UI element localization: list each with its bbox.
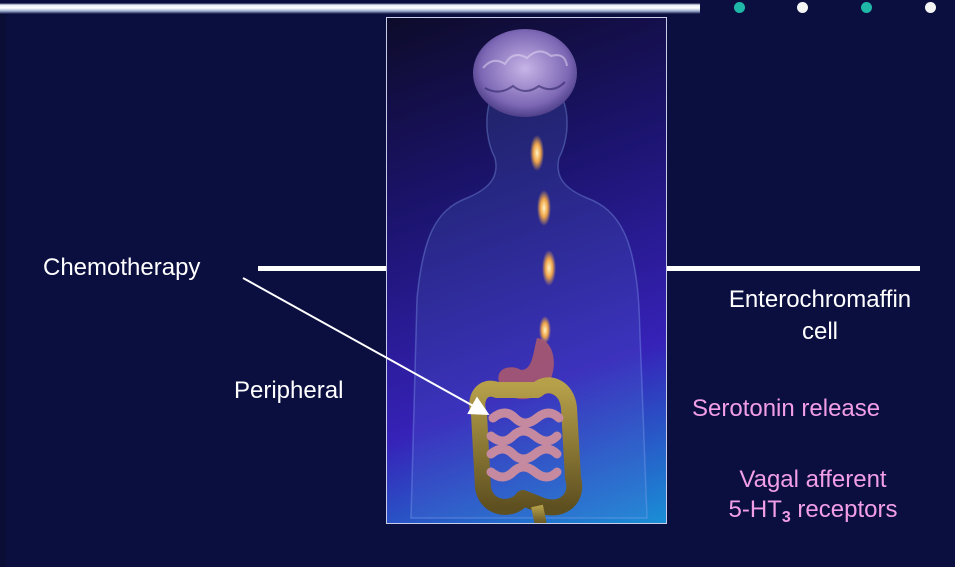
serotonin-label: Serotonin release [692,394,880,423]
receptor-subscript: 3 [782,509,791,526]
enterochromaffin-line1: Enterochromaffin [690,285,950,314]
peripheral-label: Peripheral [234,376,343,405]
receptor-suffix: receptors [791,496,898,523]
vagal-line2: 5-HT3 receptors [683,495,943,532]
receptor-prefix: 5-HT [729,496,782,523]
enterochromaffin-line2: cell [690,317,950,346]
chemotherapy-label: Chemotherapy [43,253,200,282]
vagal-receptor-label: Vagal afferent 5-HT3 receptors [683,465,943,532]
vagal-line1: Vagal afferent [683,465,943,494]
enterochromaffin-label: Enterochromaffin cell [690,285,950,346]
